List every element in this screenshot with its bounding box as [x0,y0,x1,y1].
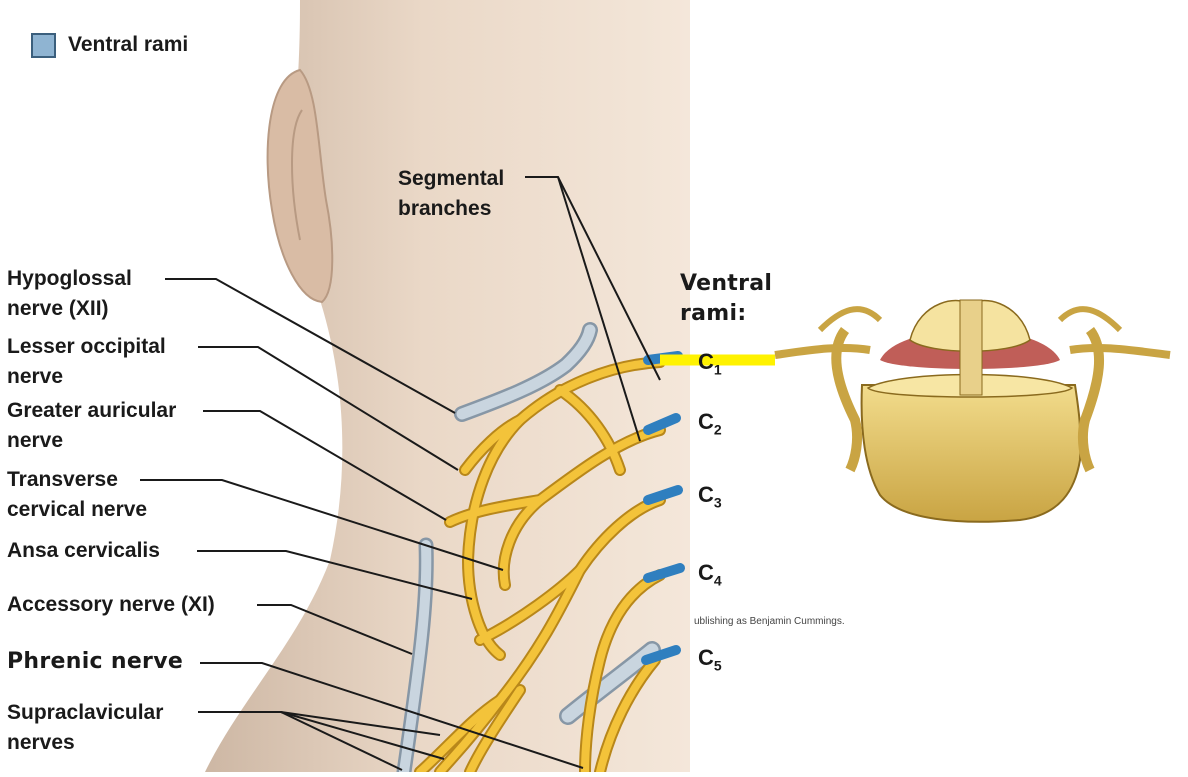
legend-swatch [31,33,56,58]
level-c5: C5 [698,645,722,674]
copyright-credit: ublishing as Benjamin Cummings. [694,616,845,627]
ventral-rami-stubs [641,351,685,665]
phrenic-nerve-label: Phrenic nerve [7,649,184,674]
cervical-plexus-nerves [414,356,666,777]
level-c4: C4 [698,560,722,589]
level-c3: C3 [698,482,722,511]
accessory-nerve-label: Accessory nerve (XI) [7,593,215,616]
ear [266,68,334,304]
vertebra-cross-section [774,299,1171,523]
legend-label: Ventral rami [68,33,189,56]
ansa-cervicalis-label: Ansa cervicalis [7,539,160,562]
level-c2: C2 [698,409,722,438]
level-c1: C1 [698,349,722,378]
leader-lines [140,176,661,771]
